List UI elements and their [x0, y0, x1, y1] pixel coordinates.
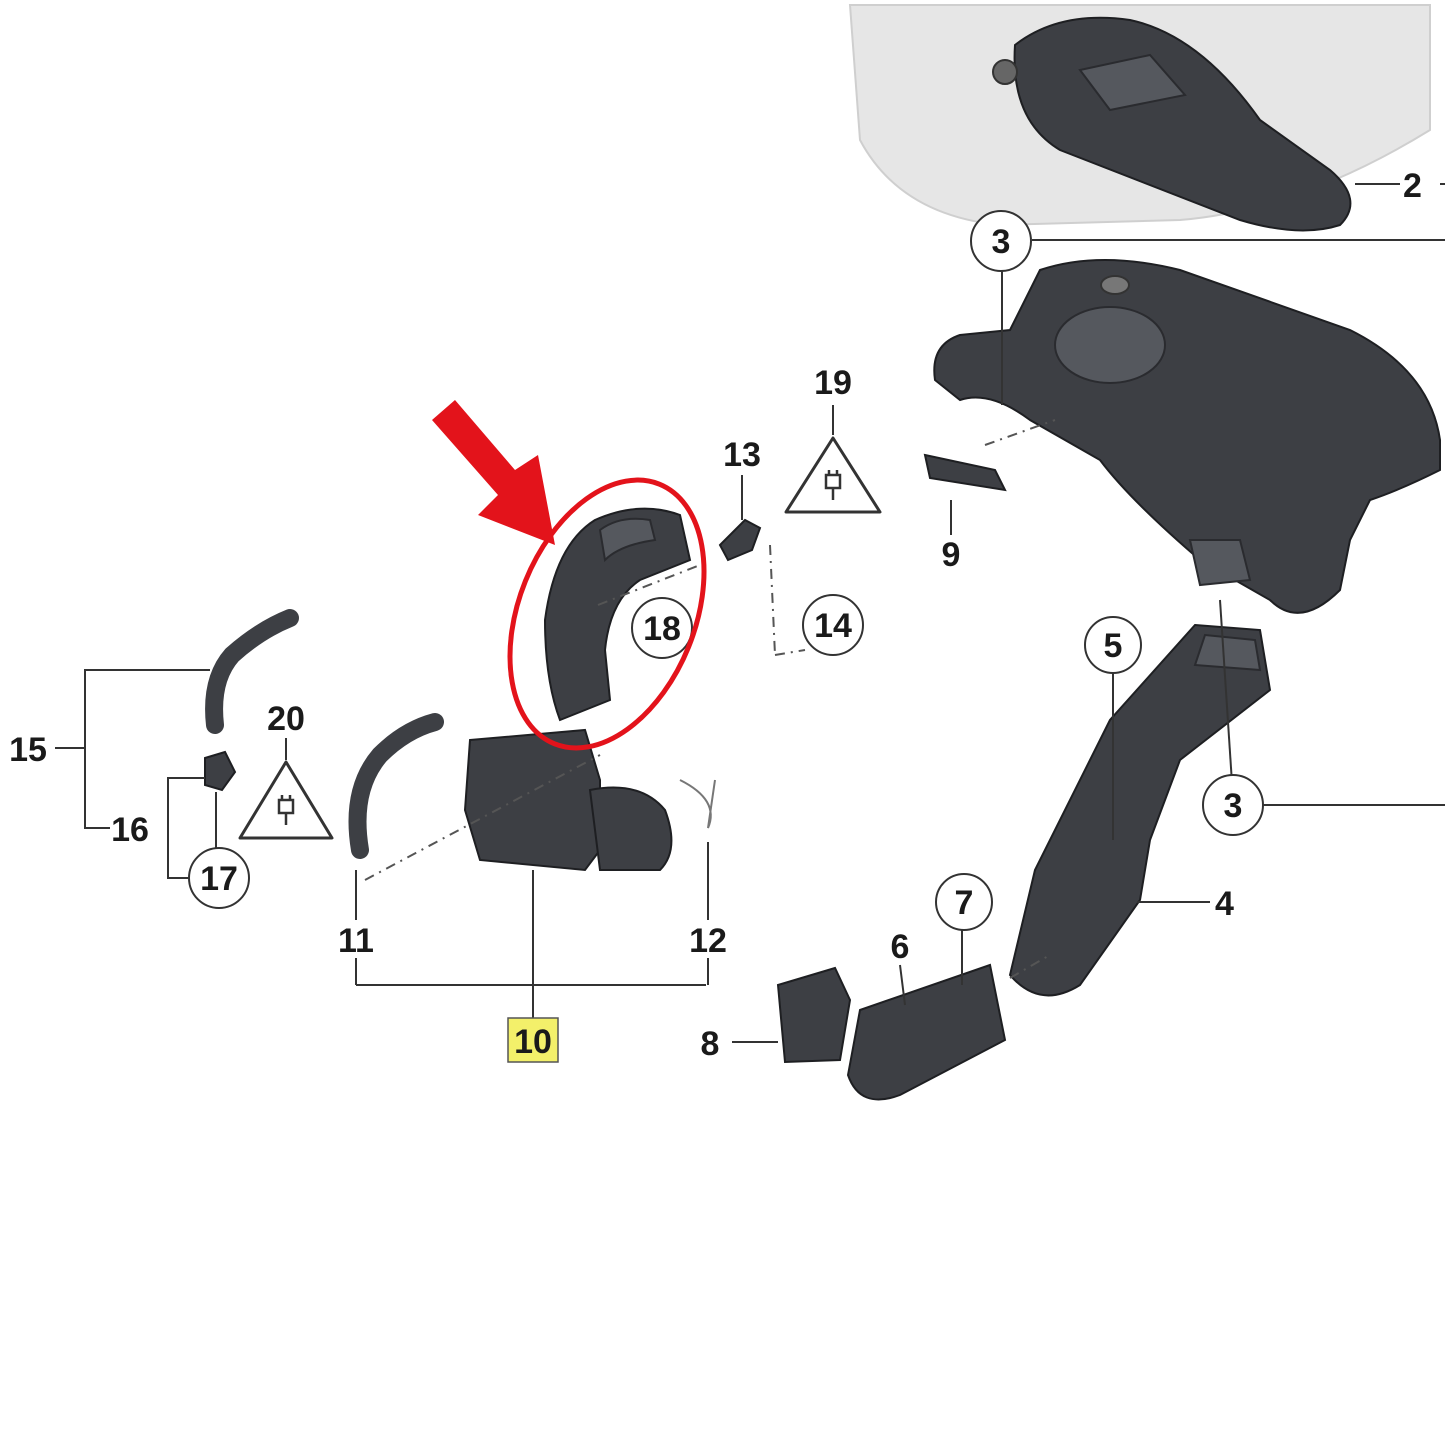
part-11-hose [348, 713, 444, 859]
part-8-grille [776, 966, 852, 1064]
callout-11: 11 [338, 922, 374, 960]
callout-10-highlight [507, 1017, 559, 1063]
part-13-connector [718, 518, 762, 562]
part-15-hose [205, 609, 299, 734]
callout-14: 14 [814, 607, 852, 645]
callout-4: 4 [1215, 885, 1234, 923]
part-10-resonator [463, 728, 673, 872]
callout-3-top: 3 [992, 223, 1011, 261]
callout-circle-3 [1202, 774, 1264, 836]
intake-hose-highlighted [543, 507, 692, 722]
assembly-lines [364, 419, 1056, 979]
part-16-sensor [204, 750, 237, 792]
callout-circle-3 [970, 210, 1032, 272]
callout-20: 20 [267, 700, 305, 738]
callout-3-right: 3 [1224, 787, 1243, 825]
part-9-grille [923, 453, 1007, 492]
callout-2: 2 [1403, 167, 1422, 205]
callout-9: 9 [942, 536, 961, 574]
highlight-ellipse [507, 477, 707, 751]
callout-circle-18 [631, 597, 693, 659]
callout-10: 10 [514, 1023, 552, 1061]
callout-17: 17 [200, 860, 238, 898]
callout-5: 5 [1104, 627, 1123, 665]
callout-circle-7 [935, 873, 993, 931]
callout-19: 19 [814, 364, 852, 402]
callout-6: 6 [891, 928, 910, 966]
warning-plug-icon [784, 436, 882, 514]
callout-16: 16 [111, 811, 149, 849]
callout-circle-14 [802, 594, 864, 656]
leader-lines [55, 183, 1445, 1043]
callout-7: 7 [955, 884, 974, 922]
part-2-cover [992, 16, 1352, 232]
callout-12: 12 [689, 922, 727, 960]
part-12-clip [679, 779, 716, 829]
callout-13: 13 [723, 436, 761, 474]
callout-8: 8 [701, 1025, 720, 1063]
callout-15: 15 [9, 731, 47, 769]
part-4-duct [1008, 623, 1272, 997]
airbox-housing [933, 259, 1441, 614]
red-arrow-icon [432, 400, 555, 545]
callout-circle-17 [188, 847, 250, 909]
callout-18: 18 [643, 610, 681, 648]
part-6-lower-duct [846, 963, 1007, 1101]
warning-plug-icon [238, 760, 334, 840]
callout-circle-5 [1084, 616, 1142, 674]
